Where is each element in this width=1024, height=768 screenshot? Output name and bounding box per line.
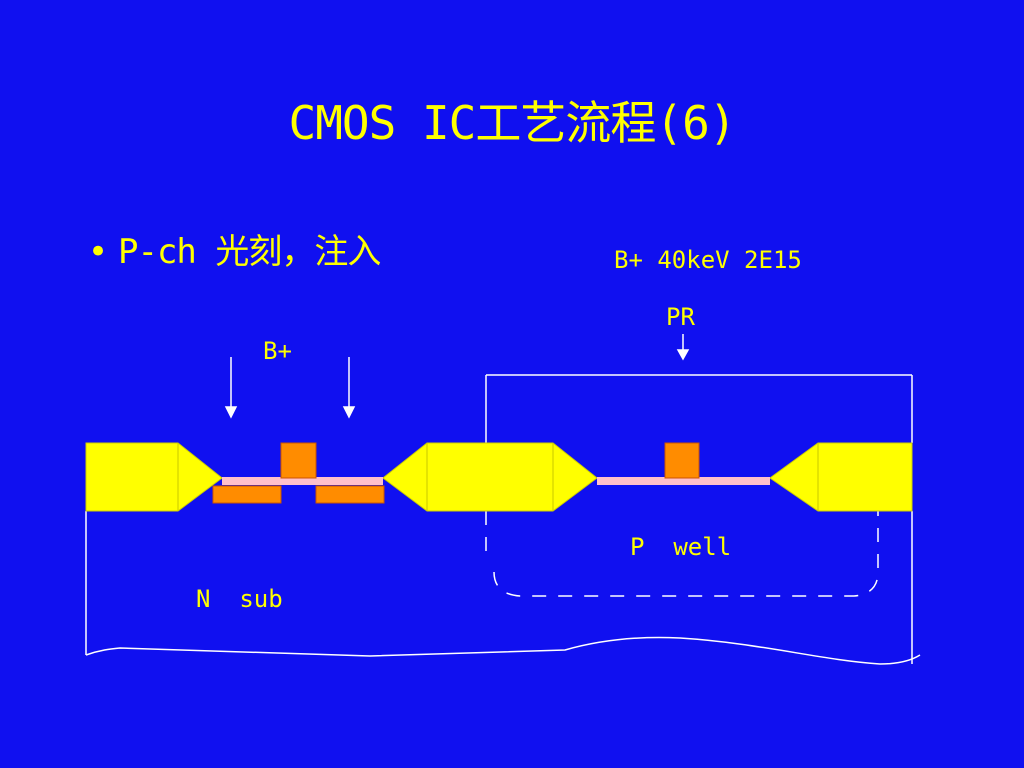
slide-title: CMOS IC工艺流程(6) — [288, 96, 737, 150]
p-well-label: P well — [630, 533, 731, 561]
field-oxide-center — [382, 442, 598, 512]
implant-arrow-left — [224, 357, 238, 419]
implant-parameters: B+ 40keV 2E15 — [614, 246, 802, 274]
field-oxide — [85, 442, 913, 512]
bullet-text: P-ch 光刻，注入 — [118, 232, 381, 272]
pmos-gate — [280, 442, 317, 479]
bullet-item: •P-ch 光刻，注入 — [88, 232, 381, 273]
photoresist-box — [485, 374, 913, 443]
gate-oxide-nmos — [597, 477, 770, 485]
implant-arrow-right — [342, 357, 356, 419]
field-oxide-right — [769, 442, 913, 512]
substrate-outline — [85, 511, 921, 665]
photoresist-label: PR — [666, 303, 695, 331]
implant-species-label: B+ — [263, 337, 292, 365]
bullet-dot-icon: • — [88, 232, 109, 272]
p-implant-drain — [315, 485, 385, 504]
n-sub-label: N sub — [196, 585, 283, 613]
field-oxide-left — [85, 442, 223, 512]
photoresist-arrow — [676, 334, 690, 361]
p-implant-source — [212, 485, 282, 504]
nmos-gate — [664, 442, 700, 479]
gate-oxide-pmos — [222, 477, 383, 485]
field-oxide-edges — [177, 443, 819, 511]
p-well-boundary — [485, 511, 879, 597]
